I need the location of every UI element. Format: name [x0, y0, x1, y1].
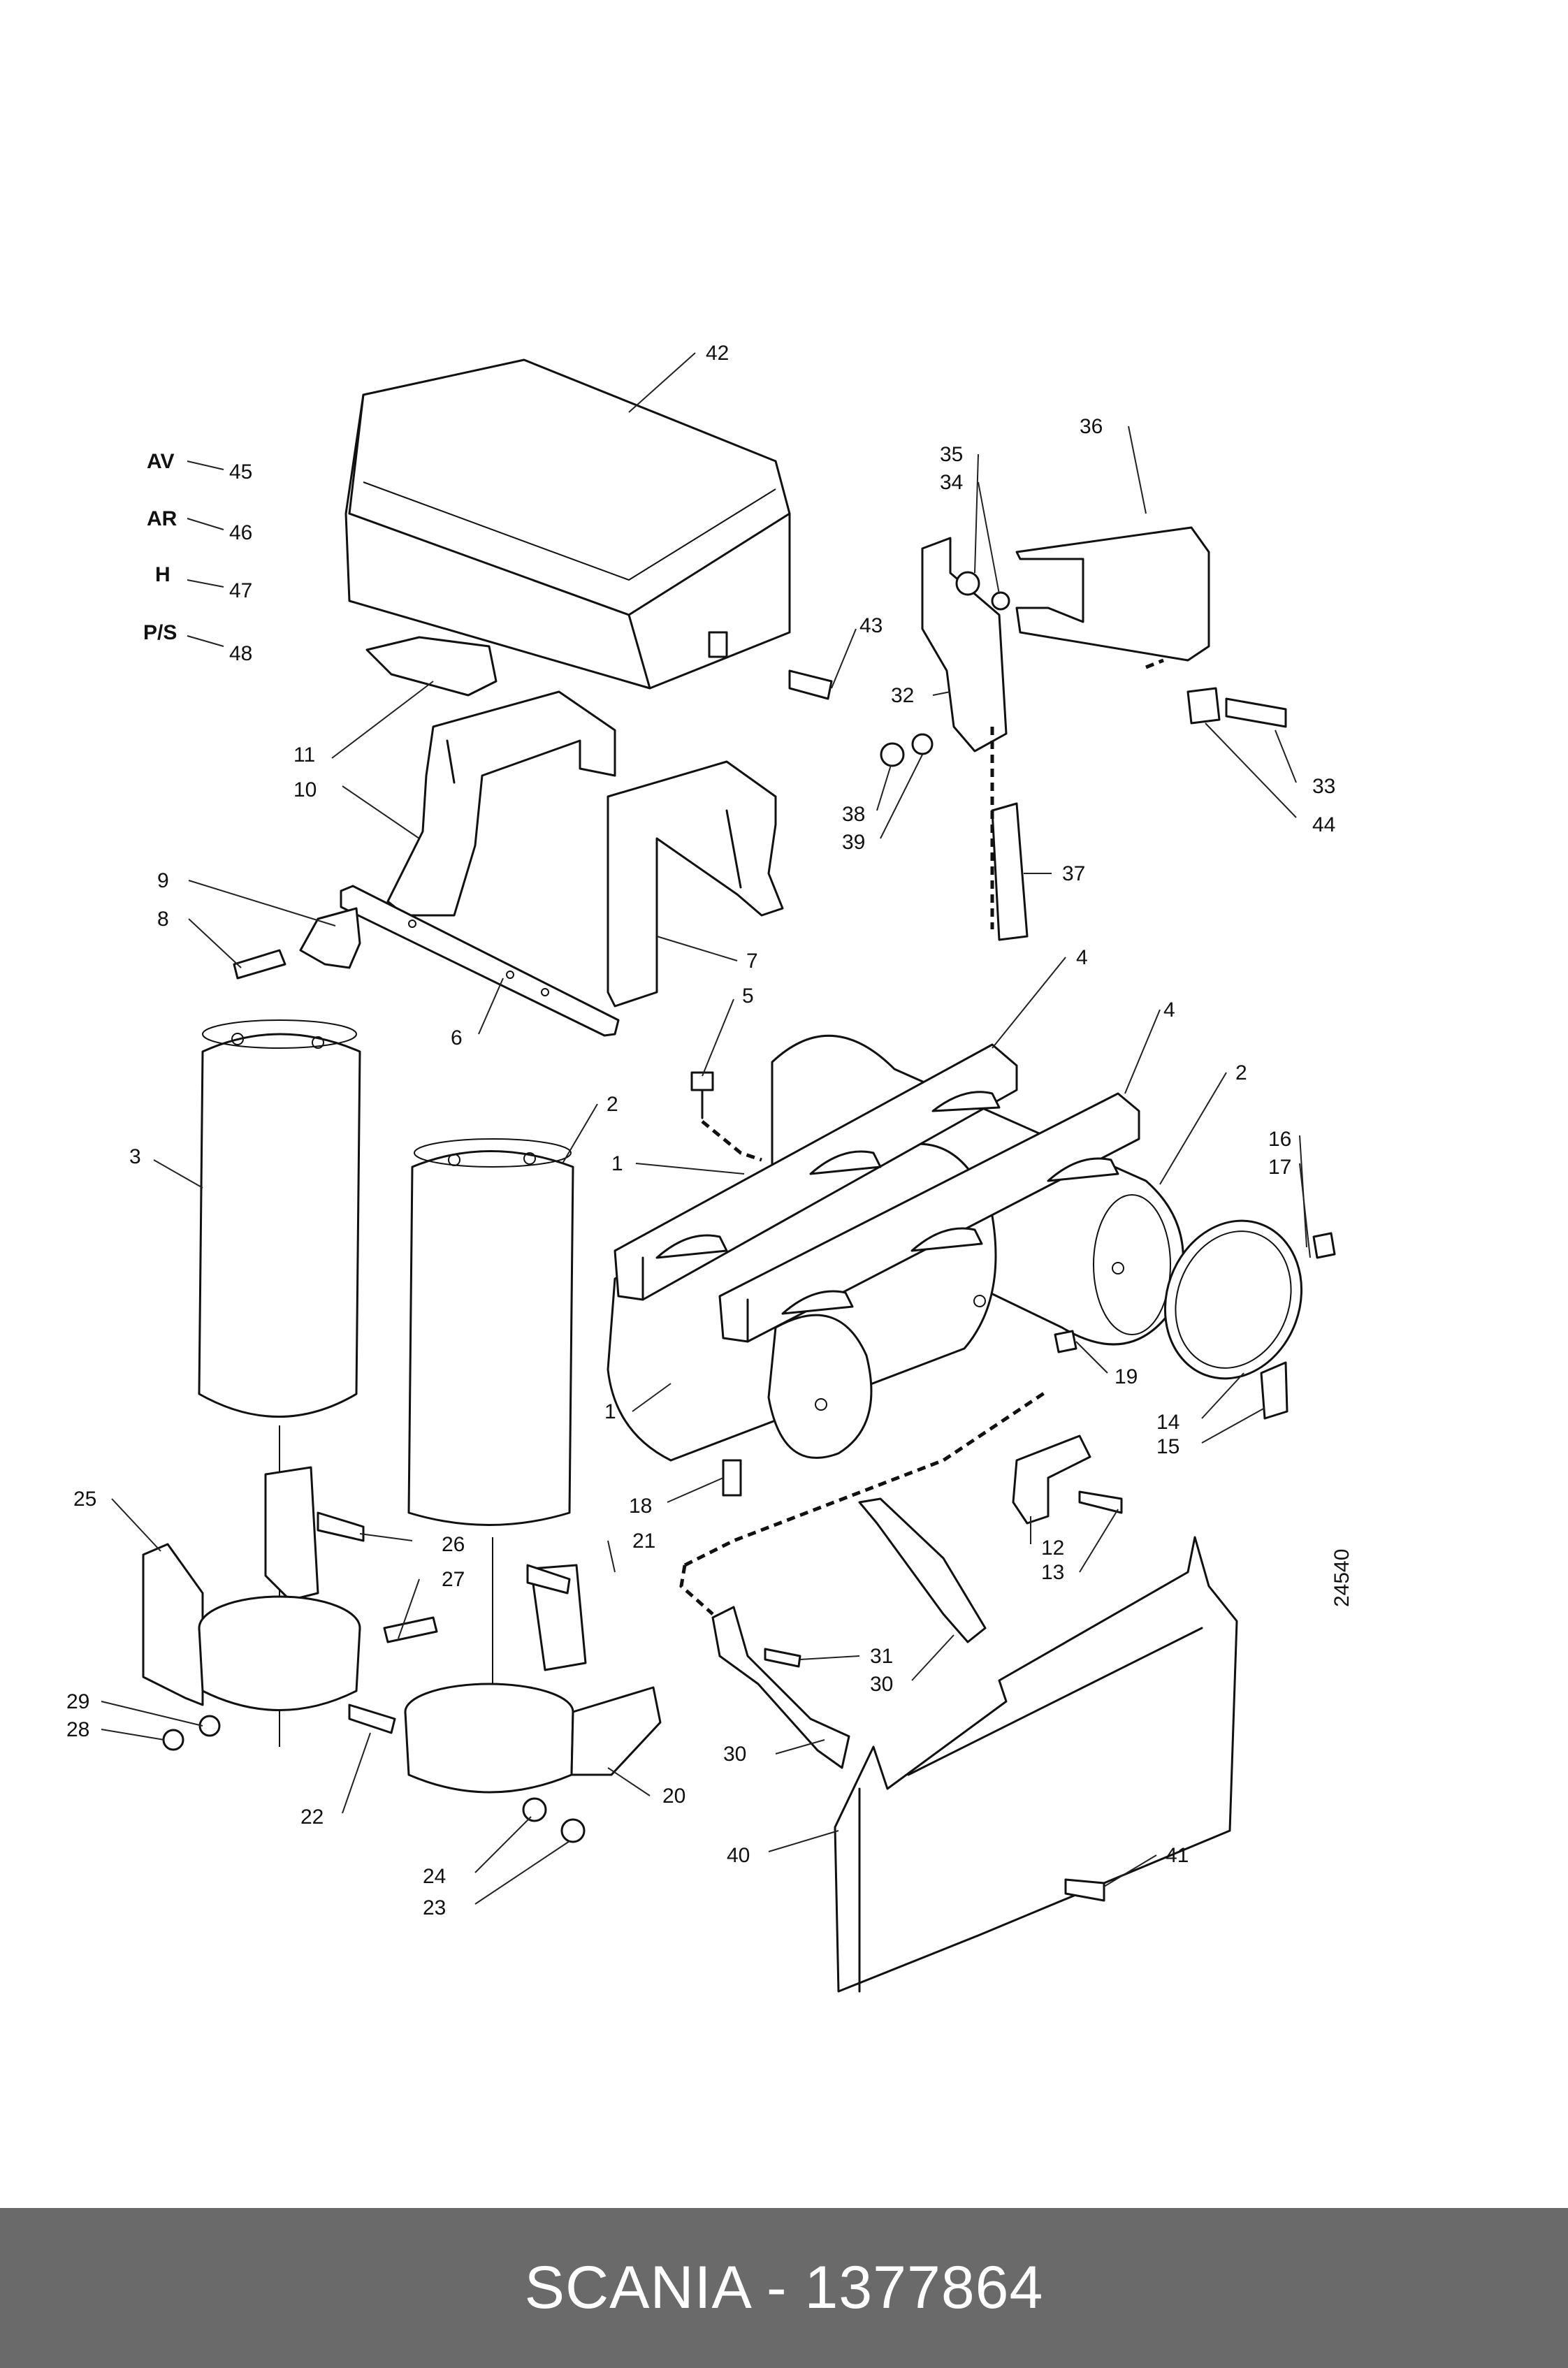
part-clamp-ring — [1163, 1219, 1336, 1420]
callout-18: 18 — [629, 1495, 652, 1518]
callout-6: 6 — [451, 1026, 463, 1049]
footer-bar: SCANIA - 1377864 — [0, 2208, 1568, 2368]
part-clamp-center — [348, 1564, 662, 1843]
callout-8: 8 — [157, 908, 169, 931]
callout-39: 39 — [842, 831, 865, 854]
callout-11: 11 — [293, 743, 315, 767]
callout-17: 17 — [1268, 1156, 1291, 1179]
part-splash-plate — [834, 1536, 1238, 1993]
part-clamp-left — [142, 1466, 438, 1751]
callout-24: 24 — [423, 1865, 446, 1888]
part-bracket-right — [788, 526, 1287, 941]
exploded-parts-diagram: AV 45 AR 46 H 47 P/S 48 42 43 11 10 9 8 … — [66, 342, 1353, 1993]
part-rail-6 — [340, 885, 620, 1037]
callout-30-lower: 30 — [723, 1743, 746, 1766]
code-ref-45: 45 — [229, 460, 252, 484]
part-bracket-12 — [1012, 1434, 1123, 1525]
callout-32: 32 — [891, 684, 914, 707]
callout-16: 16 — [1268, 1128, 1291, 1151]
part-brackets-30 — [679, 1388, 1050, 1769]
callout-26: 26 — [442, 1533, 465, 1556]
callout-21: 21 — [632, 1530, 655, 1553]
callout-31: 31 — [870, 1645, 893, 1668]
callout-44: 44 — [1312, 813, 1335, 836]
callout-4-b: 4 — [1163, 998, 1175, 1022]
footer-title: SCANIA - 1377864 — [524, 2254, 1044, 2321]
callout-5: 5 — [742, 985, 754, 1008]
callout-29: 29 — [66, 1690, 89, 1713]
callout-2-center: 2 — [607, 1093, 618, 1116]
code-ref-47: 47 — [229, 579, 252, 602]
part-bracket-9 — [233, 907, 361, 980]
callout-35: 35 — [940, 443, 963, 466]
part-bolts-small — [690, 1071, 1077, 1497]
callout-42: 42 — [706, 342, 729, 365]
code-h: H — [155, 563, 170, 586]
callout-3: 3 — [129, 1145, 141, 1168]
callout-33: 33 — [1312, 775, 1335, 798]
callout-19: 19 — [1115, 1365, 1138, 1388]
part-tank-assembly — [607, 1034, 1184, 1462]
part-bracket-upper — [365, 636, 616, 917]
callout-25: 25 — [73, 1488, 96, 1511]
callout-37: 37 — [1062, 862, 1085, 885]
callout-4-a: 4 — [1076, 946, 1088, 969]
callout-12: 12 — [1041, 1537, 1064, 1560]
callout-20: 20 — [662, 1785, 685, 1808]
callout-15: 15 — [1156, 1435, 1179, 1458]
code-ps: P/S — [143, 621, 177, 644]
callout-22: 22 — [300, 1806, 324, 1829]
callout-14: 14 — [1156, 1411, 1179, 1434]
callout-30-upper: 30 — [870, 1673, 893, 1696]
callout-2-right: 2 — [1235, 1061, 1247, 1084]
callout-1-bottom: 1 — [604, 1400, 616, 1423]
callout-40: 40 — [727, 1844, 750, 1867]
callout-7: 7 — [746, 950, 758, 973]
callout-36: 36 — [1080, 415, 1103, 438]
callout-13: 13 — [1041, 1561, 1064, 1584]
part-cover-box — [344, 358, 791, 690]
callout-41: 41 — [1166, 1844, 1189, 1867]
callout-1-top: 1 — [611, 1152, 623, 1175]
code-ref-46: 46 — [229, 521, 252, 544]
part-tank-3 — [198, 1019, 361, 1418]
callout-labels: 42 43 11 10 9 8 6 7 5 4 4 2 3 2 1 1 19 1… — [66, 342, 1353, 1919]
callout-28: 28 — [66, 1718, 89, 1741]
code-ar: AR — [147, 507, 177, 530]
callout-43: 43 — [859, 614, 883, 637]
drawing-number: 24540 — [1330, 1549, 1353, 1607]
code-av: AV — [147, 450, 174, 473]
part-bracket-7 — [607, 760, 784, 1008]
code-ref-48: 48 — [229, 642, 252, 665]
callout-23: 23 — [423, 1896, 446, 1919]
callout-27: 27 — [442, 1568, 465, 1591]
callout-9: 9 — [157, 869, 169, 892]
callout-10: 10 — [293, 778, 317, 801]
code-legend: AV 45 AR 46 H 47 P/S 48 — [143, 450, 252, 665]
callout-38: 38 — [842, 803, 865, 826]
callout-34: 34 — [940, 471, 963, 494]
